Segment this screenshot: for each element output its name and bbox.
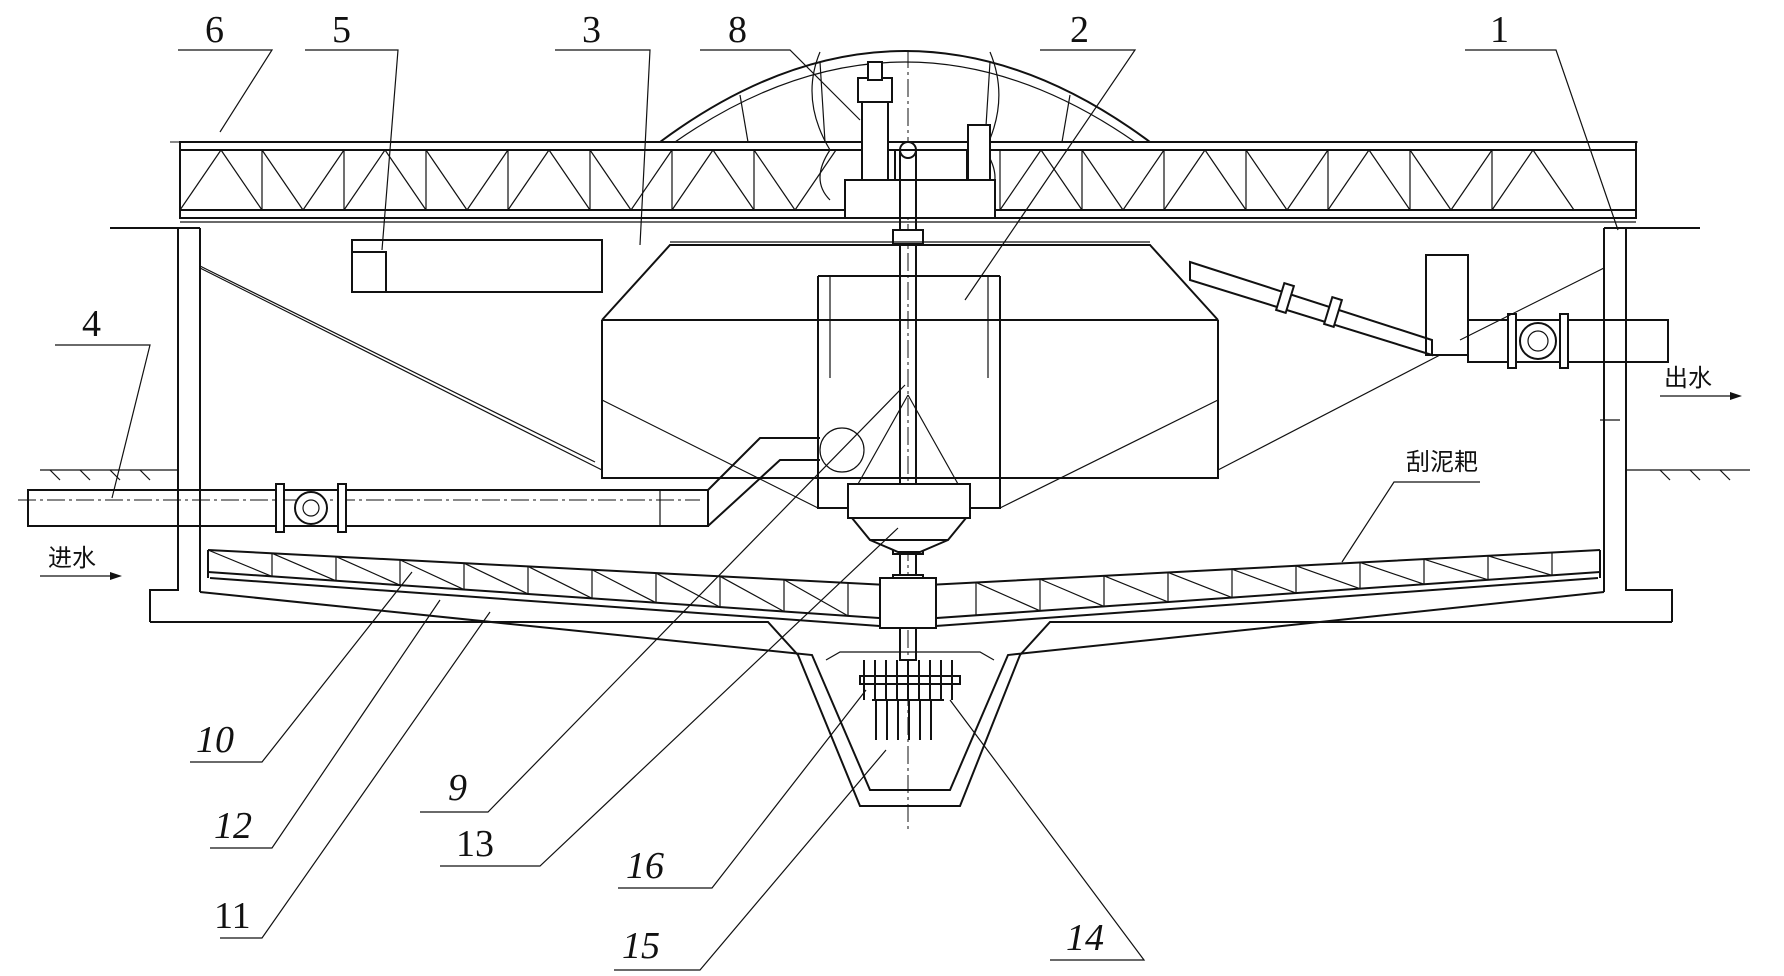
label-1: 1 [1490,9,1509,51]
outlet-piping [1189,254,1669,369]
tank-structure [40,227,1750,807]
label-2: 2 [1070,9,1089,51]
label-15: 15 [622,925,660,967]
label-16: 16 [626,845,664,887]
label-11: 11 [214,895,251,937]
label-13: 13 [456,823,494,865]
label-5: 5 [332,9,351,51]
label-4: 4 [82,303,101,345]
outlet-arrow [1660,392,1742,400]
label-9: 9 [448,767,467,809]
inlet-label: 进水 [48,544,96,572]
label-8: 8 [728,9,747,51]
reaction-drum [601,241,1219,479]
sludge-scraper [207,549,1601,630]
scraper-label: 刮泥耙 [1406,448,1478,476]
label-3: 3 [582,9,601,51]
outlet-label: 出水 [1664,364,1712,392]
label-6: 6 [205,9,224,51]
drive-unit [844,61,996,219]
label-10: 10 [196,719,234,761]
inlet-arrow [40,572,122,580]
collecting-launder [351,239,603,293]
draft-tube [817,275,1001,553]
label-14: 14 [1066,917,1104,959]
tie-rods [199,265,1605,509]
label-12: 12 [214,805,252,847]
hopper-rake [859,660,961,740]
leader-lines [55,49,1619,971]
inlet-piping [18,427,865,533]
